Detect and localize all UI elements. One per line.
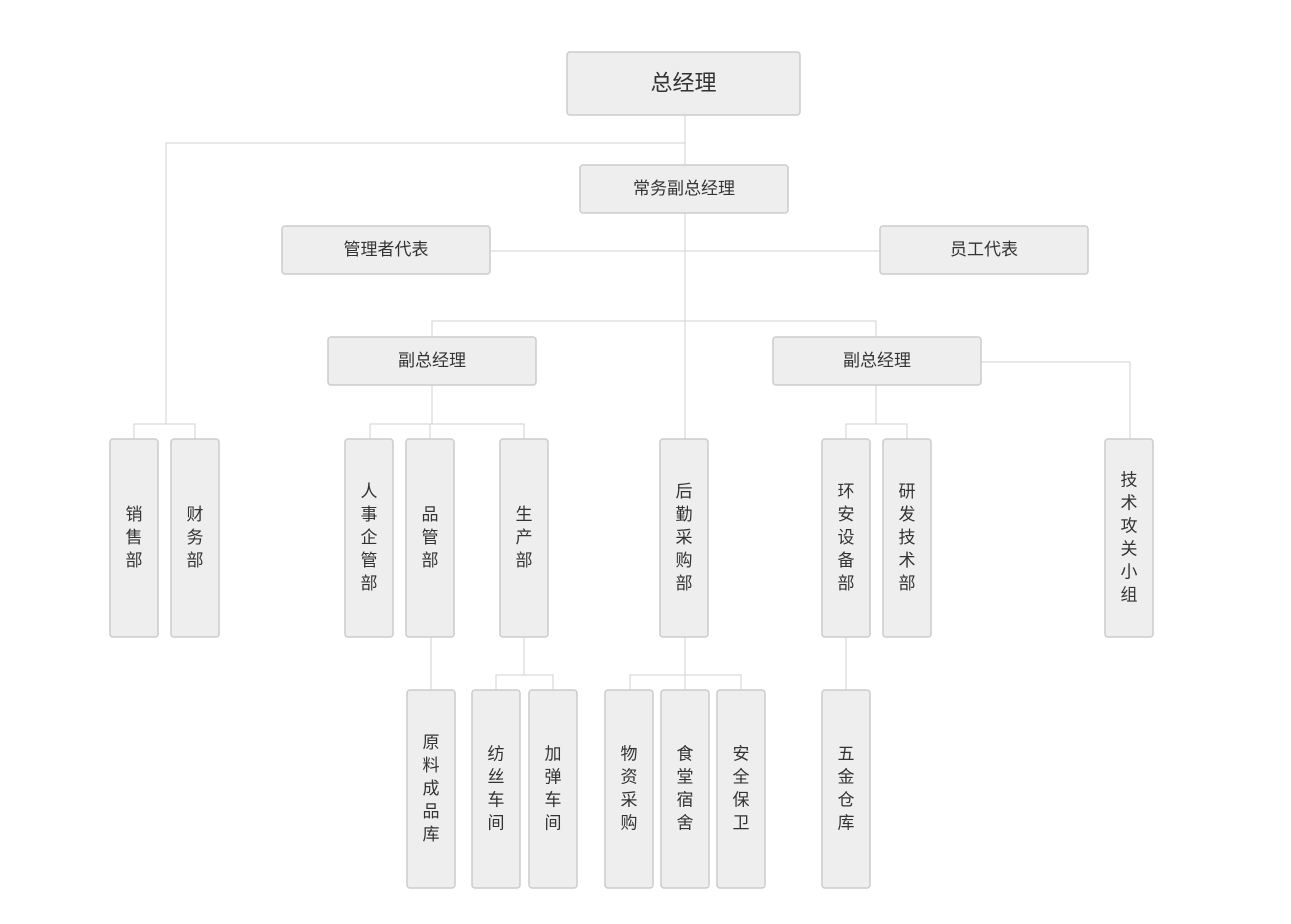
link-production-texturing: [524, 674, 554, 690]
node-label: 人事企管部: [361, 482, 378, 594]
node-box: [659, 438, 709, 638]
node-box: [327, 336, 537, 386]
node-security[interactable]: 安全保卫: [716, 689, 766, 889]
node-box: [1104, 438, 1154, 638]
node-label: 员工代表: [950, 240, 1018, 260]
node-label: 常务副总经理: [633, 179, 735, 199]
node-box: [772, 336, 982, 386]
node-label: 销售部: [126, 505, 143, 571]
node-warehouse[interactable]: 原料成品库: [406, 689, 456, 889]
node-box: [406, 689, 456, 889]
node-label: 生产部: [516, 505, 533, 571]
node-sales[interactable]: 销售部: [109, 438, 159, 638]
node-hr-admin[interactable]: 人事企管部: [344, 438, 394, 638]
node-label: 纺丝车间: [488, 745, 505, 834]
node-box: [604, 689, 654, 889]
node-box: [879, 225, 1089, 275]
node-vp-left[interactable]: 副总经理: [327, 336, 537, 386]
node-box: [716, 689, 766, 889]
node-label: 财务部: [187, 505, 204, 571]
node-finance[interactable]: 财务部: [170, 438, 220, 638]
node-label: 技术攻关小组: [1121, 471, 1138, 606]
node-env-safety[interactable]: 环安设备部: [821, 438, 871, 638]
node-box: [109, 438, 159, 638]
node-executive-vp[interactable]: 常务副总经理: [579, 164, 789, 214]
link-gm-finance-branch: [165, 142, 685, 424]
node-texturing[interactable]: 加弹车间: [528, 689, 578, 889]
node-purchasing[interactable]: 物资采购: [604, 689, 654, 889]
node-quality[interactable]: 品管部: [405, 438, 455, 638]
node-label: 环安设备部: [838, 482, 855, 594]
node-label: 管理者代表: [344, 240, 429, 260]
link-vpright-depts: [845, 423, 908, 439]
node-label: 副总经理: [398, 351, 466, 371]
connector-lines: [133, 115, 1131, 690]
node-label: 总经理: [650, 72, 716, 97]
link-sales-finance: [133, 423, 196, 439]
link-logistics-bar: [629, 674, 742, 690]
node-rnd[interactable]: 研发技术部: [882, 438, 932, 638]
node-label: 食堂宿舍: [677, 745, 694, 834]
node-label: 五金仓库: [838, 745, 855, 834]
node-label: 物资采购: [621, 745, 638, 834]
node-box: [170, 438, 220, 638]
node-canteen[interactable]: 食堂宿舍: [660, 689, 710, 889]
node-box: [660, 689, 710, 889]
node-box: [882, 438, 932, 638]
link-production-workshops: [495, 637, 525, 690]
node-box: [821, 438, 871, 638]
node-box: [499, 438, 549, 638]
node-spinning[interactable]: 纺丝车间: [471, 689, 521, 889]
node-label: 后勤采购部: [676, 482, 693, 594]
node-logistics[interactable]: 后勤采购部: [659, 438, 709, 638]
node-label: 研发技术部: [899, 482, 916, 594]
node-hardware[interactable]: 五金仓库: [821, 689, 871, 889]
node-box: [821, 689, 871, 889]
node-vp-right[interactable]: 副总经理: [772, 336, 982, 386]
node-label: 加弹车间: [545, 745, 562, 834]
node-box: [579, 164, 789, 214]
node-production[interactable]: 生产部: [499, 438, 549, 638]
link-vp-bar: [431, 320, 877, 337]
node-box: [528, 689, 578, 889]
link-vpright-tech: [981, 361, 1131, 439]
node-tech-team[interactable]: 技术攻关小组: [1104, 438, 1154, 638]
node-label: 原料成品库: [423, 733, 440, 845]
link-vpleft-depts: [369, 423, 525, 439]
node-label: 安全保卫: [733, 745, 750, 834]
node-box: [471, 689, 521, 889]
node-box: [566, 51, 801, 116]
node-label: 品管部: [422, 505, 439, 571]
node-label: 副总经理: [843, 351, 911, 371]
node-general-manager[interactable]: 总经理: [566, 51, 801, 116]
node-box: [344, 438, 394, 638]
node-box: [281, 225, 491, 275]
node-staff-rep[interactable]: 员工代表: [879, 225, 1089, 275]
node-management-rep[interactable]: 管理者代表: [281, 225, 491, 275]
node-box: [405, 438, 455, 638]
